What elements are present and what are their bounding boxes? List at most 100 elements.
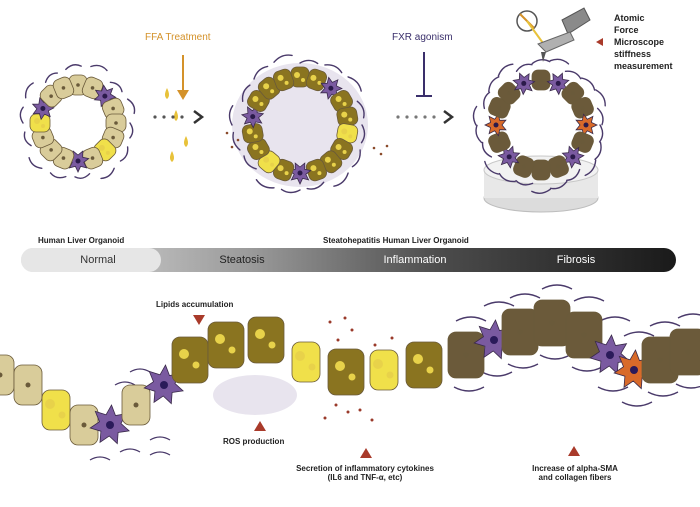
collagen-fiber — [597, 386, 629, 392]
tissue-strip — [0, 284, 700, 461]
collagen-fiber — [483, 301, 515, 307]
afm-label-line-1: Atomic — [614, 13, 645, 23]
collagen-fiber — [351, 149, 361, 168]
lipid-droplet — [348, 117, 353, 122]
collagen-fiber — [539, 354, 571, 360]
lipid-droplet — [98, 144, 105, 151]
lipid-droplet — [310, 165, 317, 172]
collagen-fiber — [44, 72, 58, 83]
lipid-droplet — [215, 334, 225, 344]
lipid-droplet — [58, 411, 66, 419]
lipid-droplet — [294, 72, 300, 78]
collagen-fiber — [472, 105, 478, 126]
ffa-droplets — [165, 88, 188, 162]
cytokine-dot — [225, 131, 229, 135]
cytokines-label: Secretion of inflammatory cytokines (IL6… — [290, 464, 440, 482]
collagen-fiber — [114, 381, 136, 386]
fibrosis-label-line-1: Increase of alpha-SMA — [532, 464, 618, 473]
collagen-fiber — [484, 160, 500, 175]
fxr-agonism-label: FXR agonism — [392, 32, 453, 43]
cytokines-label-line-2: (IL6 and TNF-α, etc) — [327, 473, 403, 482]
collagen-fiber — [599, 316, 631, 322]
lipid-droplet — [308, 363, 316, 371]
stage-fibrosis: Fibrosis — [556, 254, 596, 266]
afm-stage — [483, 155, 599, 213]
human-liver-organoid-caption: Human Liver Organoid — [38, 236, 125, 245]
fibrosis-marker — [568, 446, 580, 456]
collagen-fiber — [90, 64, 108, 72]
lipid-droplet — [270, 162, 275, 167]
collagen-fiber — [541, 284, 573, 290]
collagen-fiber — [119, 146, 129, 162]
collagen-fiber — [273, 54, 293, 63]
cytokine-dot — [334, 403, 338, 407]
lipid-droplet — [342, 150, 347, 154]
lipid-droplet — [252, 144, 259, 150]
collagen-fiber — [531, 188, 551, 194]
lipids-marker — [193, 315, 205, 325]
fibrotic-organoid — [472, 58, 606, 194]
lipid-droplet — [373, 359, 383, 369]
collagen-fiber — [74, 173, 91, 179]
afm-label: Atomic Force Microscope stiffness measur… — [614, 12, 673, 72]
disease-progression-bar — [21, 248, 676, 272]
lipid-droplet — [253, 134, 258, 139]
collagen-fiber — [515, 179, 534, 186]
lipid-droplet — [263, 156, 270, 163]
afm-label-line-5: measurement — [614, 61, 673, 71]
cytokine-dot — [236, 138, 240, 142]
collagen-fiber — [573, 296, 605, 302]
collagen-fiber — [28, 157, 43, 169]
ros-production-label: ROS production — [223, 437, 285, 446]
lipid-droplet — [317, 171, 322, 176]
hepatocyte — [272, 68, 295, 92]
collagen-fiber — [594, 141, 602, 160]
afm-marker-triangle — [596, 38, 603, 46]
collagen-fiber — [596, 107, 604, 126]
lipid-droplet — [342, 102, 347, 106]
ros-cloud — [213, 375, 297, 415]
stage-steatosis: Steatosis — [219, 254, 265, 266]
collagen-fiber — [356, 100, 365, 119]
cytokine-dot — [323, 416, 327, 420]
collagen-fiber — [100, 167, 115, 180]
collagen-fiber — [515, 63, 533, 72]
cytokine-dot — [372, 146, 376, 150]
lipid-droplet — [348, 134, 353, 139]
progress-arrow-1 — [153, 110, 205, 124]
lipid-droplet — [386, 371, 394, 379]
collagen-fiber — [306, 181, 325, 190]
collagen-fiber — [598, 124, 604, 143]
collagen-fiber — [232, 131, 241, 151]
collagen-fiber — [129, 122, 134, 139]
collagen-fiber — [498, 172, 516, 183]
collagen-fiber — [360, 124, 366, 144]
collagen-fiber — [595, 89, 606, 107]
lipid-droplet — [317, 80, 322, 85]
stage-inflammation: Inflammation — [383, 254, 447, 266]
collagen-fiber — [497, 63, 514, 77]
lipid-droplet — [335, 96, 342, 102]
lipid-droplet — [301, 78, 305, 82]
collagen-fiber — [299, 59, 319, 65]
lipid-droplet — [259, 150, 264, 154]
progress-arrow-2 — [396, 110, 455, 124]
afm-instrument-icon — [516, 7, 591, 62]
lipid-droplet — [277, 165, 284, 172]
cytokine-dot — [350, 328, 354, 332]
collagen-fiber — [453, 386, 485, 392]
collagen-fiber — [333, 172, 349, 187]
collagen-fiber — [584, 159, 597, 177]
collagen-fiber — [580, 77, 596, 91]
cytokine-dot — [328, 320, 332, 324]
collagen-fiber — [488, 76, 500, 93]
collagen-fiber — [65, 64, 82, 71]
collagen-fiber — [149, 436, 171, 441]
hepatocyte — [41, 389, 71, 431]
fxr-inhibition-symbol — [416, 52, 432, 97]
lipid-droplet — [341, 111, 348, 118]
collagen-fiber — [129, 368, 151, 373]
hepatocyte — [327, 348, 365, 396]
lipid-droplet — [341, 128, 348, 135]
